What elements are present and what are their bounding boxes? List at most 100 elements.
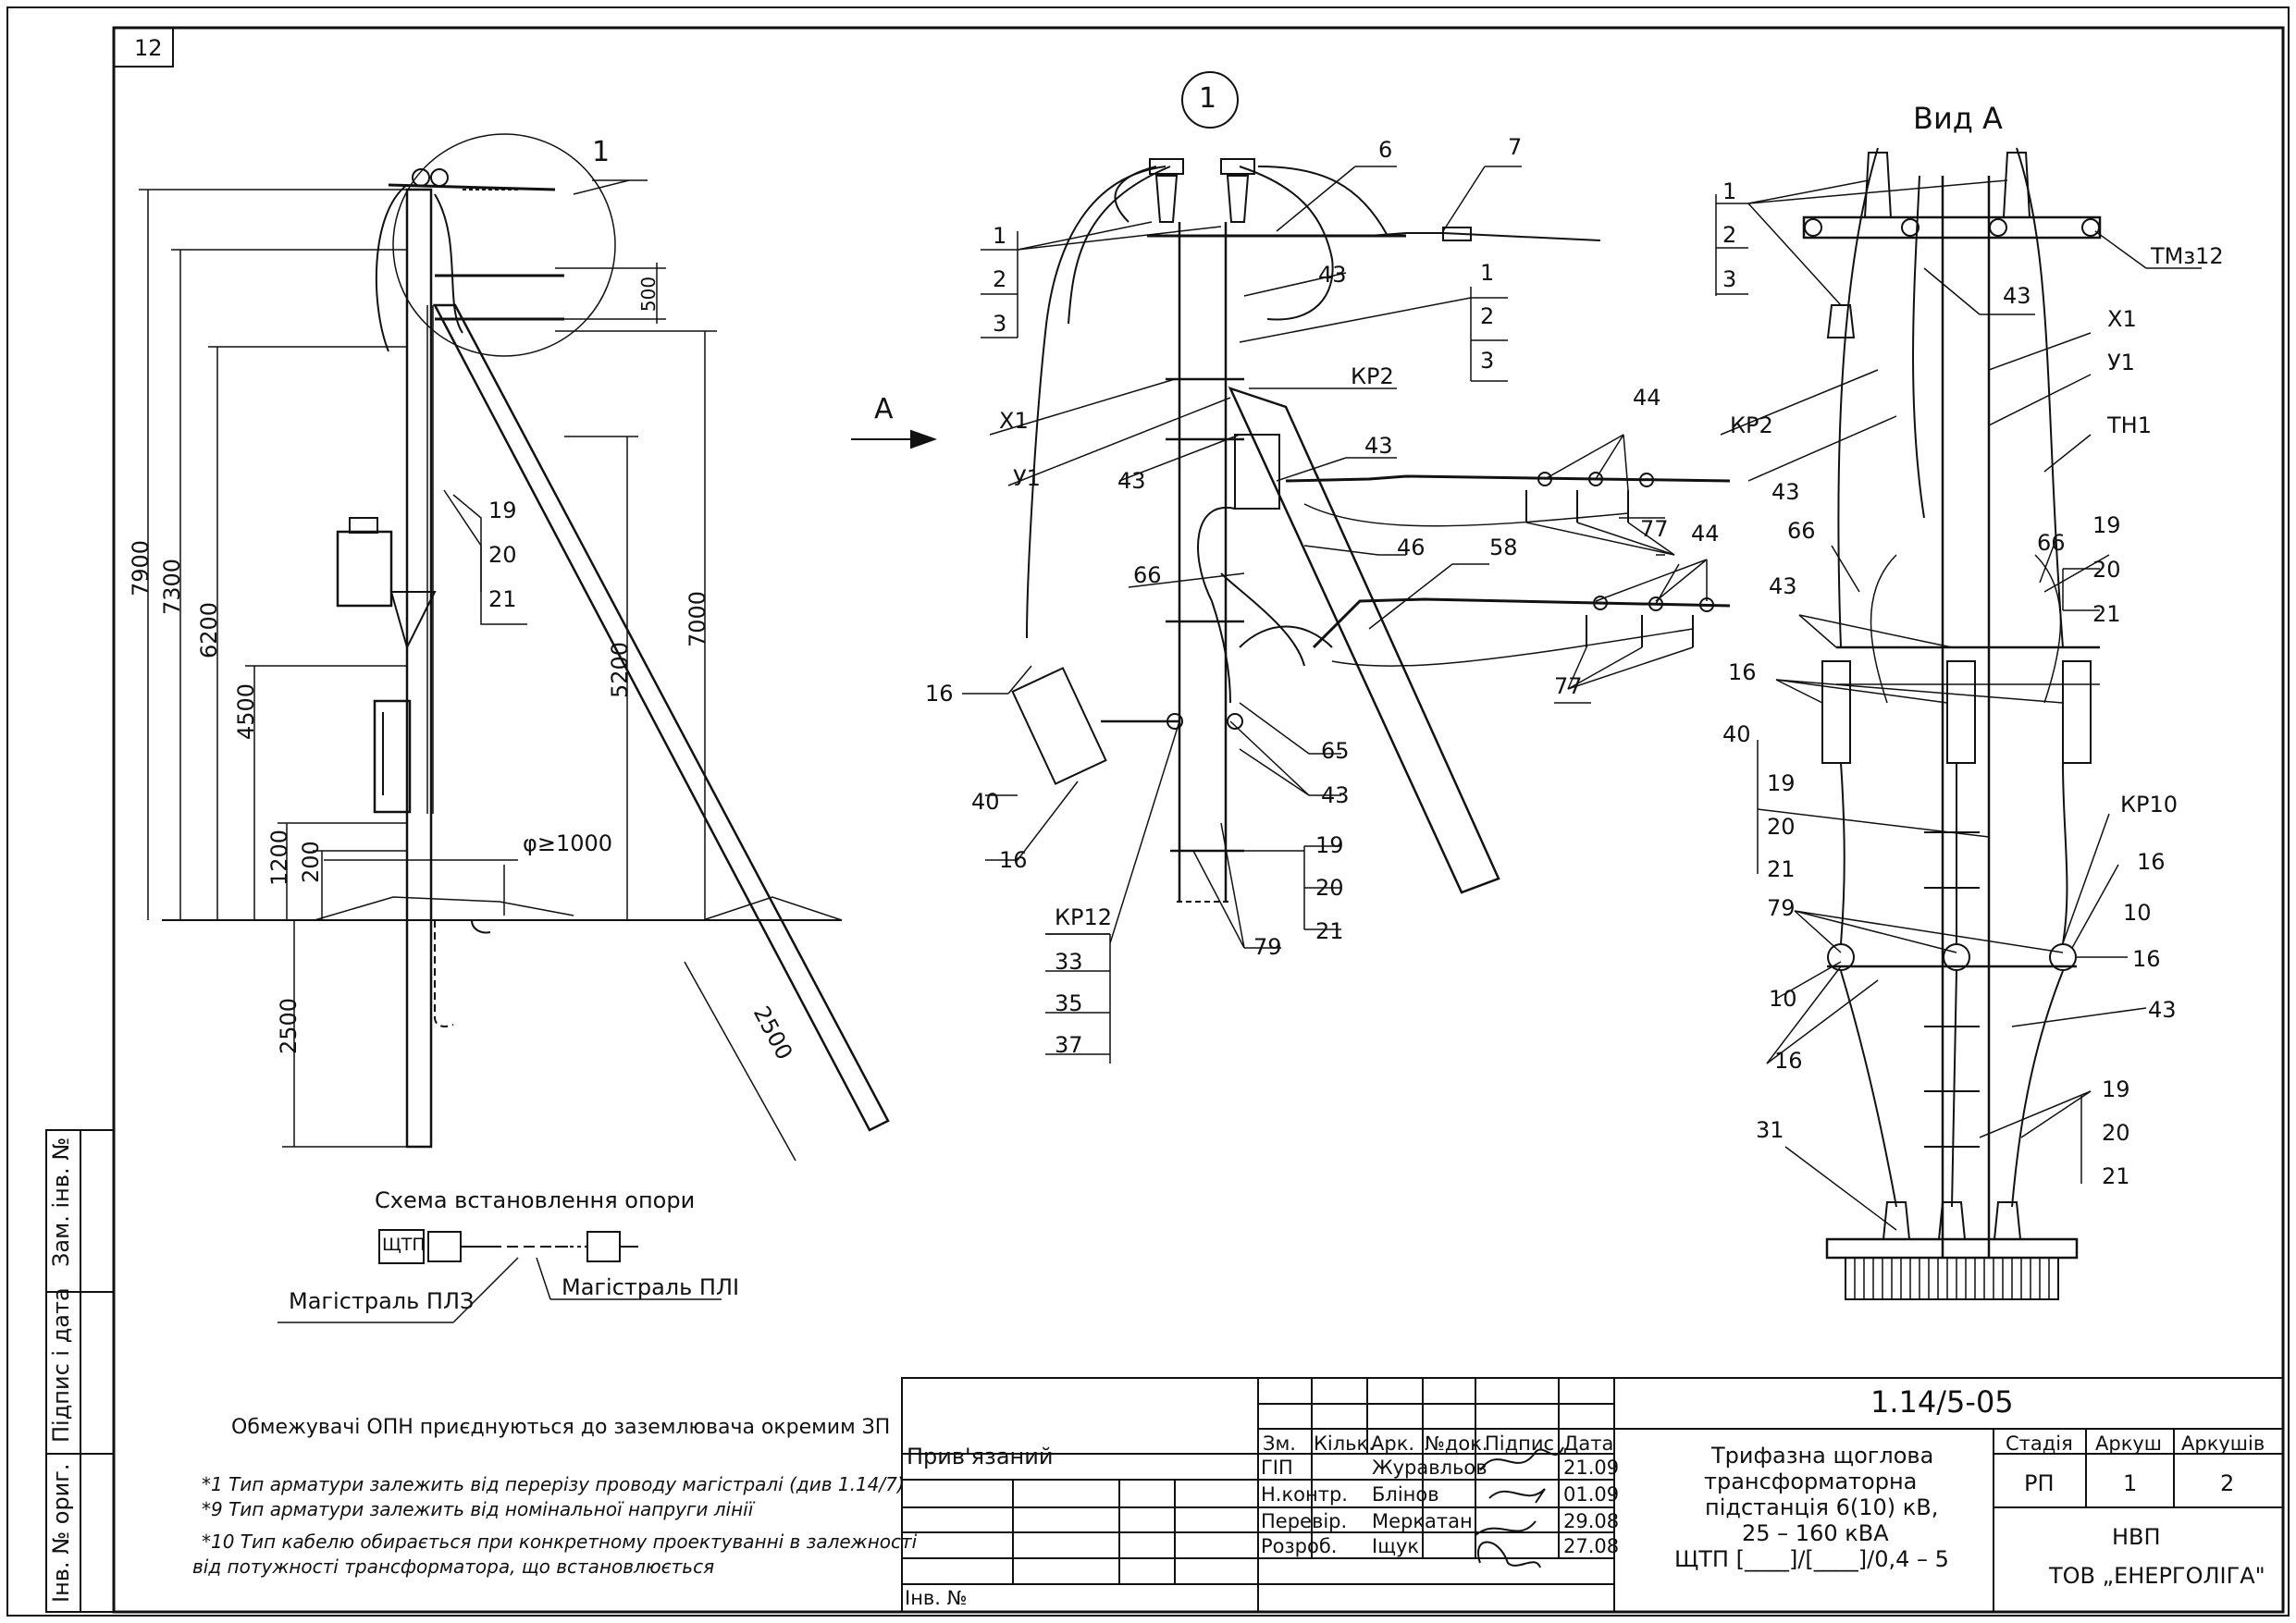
row-date-0: 21.09 [1563,1457,1620,1479]
viewa-label-tn1: ТН1 [2107,412,2152,438]
viewa-label-21c: 21 [2102,1163,2130,1189]
viewa-label-21a: 21 [2092,601,2121,627]
detail-label-44a: 44 [1633,385,1661,411]
view-a-leaders [1715,179,2202,1231]
viewa-label-66a: 66 [1787,518,1816,544]
dim-200: 200 [298,841,324,883]
note-1: *1 Тип арматури залежить від перерізу пр… [202,1473,905,1495]
hdr-stadia: Стадія [2006,1432,2073,1455]
left-callout-number: 1 [592,136,611,168]
row-date-3: 27.08 [1563,1535,1620,1557]
viewa-label-16a: 16 [1728,659,1757,685]
scheme-title: Схема встановлення опори [375,1187,696,1213]
title-line-5: ЩТП [____]/[____]/0,4 – 5 [1674,1546,1949,1572]
viewa-label-1: 1 [1722,178,1737,204]
note-main: Обмежувачі ОПН приєднуються до заземлюва… [231,1416,891,1439]
installation-scheme [278,1229,722,1323]
detail-label-43c: 43 [1364,433,1393,459]
detail-label-u1: У1 [1013,465,1041,491]
detail-label-2b: 2 [1480,303,1495,329]
dim-7000: 7000 [685,590,710,647]
viewa-label-20c: 20 [2102,1120,2130,1146]
document-code: 1.14/5-05 [1870,1384,2014,1420]
detail-label-19: 19 [1315,832,1344,858]
left-item-19: 19 [488,498,517,523]
note-10b: від потужності трансформатора, що встано… [192,1555,715,1578]
viewa-label-40: 40 [1722,721,1751,747]
attached-label: Прив'язаний [907,1444,1054,1469]
row-name-2: Меркатан [1372,1510,1473,1532]
dim-1200: 1200 [266,829,292,886]
viewa-label-19b: 19 [1767,770,1796,796]
viewa-label-3: 3 [1722,266,1737,292]
hdr-kilk: Кільк. [1314,1432,1375,1455]
viewa-label-16c: 16 [2132,946,2161,972]
hdr-pidpys: Підпис [1485,1432,1555,1455]
viewa-label-x1: Х1 [2107,306,2137,332]
sheets-value: 2 [2220,1470,2235,1496]
detail-label-1: 1 [993,223,1007,249]
hdr-arkush: Аркуш [2095,1432,2163,1455]
viewa-label-43c: 43 [1769,573,1797,599]
hdr-arkushiv: Аркушів [2181,1432,2265,1455]
hdr-data: Дата [1563,1432,1614,1455]
row-role-3: Розроб. [1261,1535,1338,1557]
sheet-corner-box [113,27,174,68]
detail-label-21: 21 [1315,918,1344,944]
title-line-3: підстанція 6(10) кВ, [1705,1494,1939,1520]
viewa-label-20a: 20 [2092,557,2121,583]
view-arrow-label: A [874,393,894,425]
view-a-title: Вид А [1913,101,2003,136]
hdr-ndok: №док. [1425,1432,1488,1455]
detail-label-16b: 16 [999,847,1028,873]
detail-label-43b: 43 [1117,468,1146,494]
viewa-label-43a: 43 [2003,283,2031,309]
detail-label-20: 20 [1315,875,1344,901]
row-role-2: Перевір. [1261,1510,1348,1532]
inner-frame [112,26,2285,1614]
row-date-1: 01.09 [1563,1483,1620,1506]
row-name-1: Блінов [1372,1483,1439,1506]
detail-label-79: 79 [1253,934,1282,960]
scheme-left-label: Магістраль ПЛЗ [289,1288,475,1314]
detail-label-2: 2 [993,266,1007,292]
viewa-label-43d: 43 [2148,997,2177,1023]
side-stamp-pidpys: Підпис і дата [48,1287,74,1443]
detail-label-58: 58 [1489,535,1518,560]
viewa-label-43b: 43 [1771,479,1800,505]
viewa-label-66b: 66 [2037,530,2066,556]
note-10a: *10 Тип кабелю обирається при конкретном… [202,1531,918,1553]
left-item-21: 21 [488,586,517,612]
detail-label-44b: 44 [1691,521,1720,547]
viewa-label-10b: 10 [1769,986,1797,1012]
viewa-label-16b: 16 [2137,849,2166,875]
outer-frame [6,6,2290,1617]
inv-label: Інв. № [905,1587,968,1609]
viewa-label-u1: У1 [2107,350,2135,375]
left-view-pole [162,133,890,1149]
diameter-label: φ≥1000 [523,830,613,856]
org-line-2: ТОВ „ЕНЕРГОЛІГА" [2049,1563,2265,1589]
hdr-ark: Арк. [1371,1432,1415,1455]
org-line-1: НВП [2112,1524,2161,1550]
left-view-dimensions [139,189,796,1162]
detail-label-43d: 43 [1321,782,1350,808]
left-item-20: 20 [488,542,517,568]
viewa-label-21b: 21 [1767,856,1796,882]
title-line-1: Трифазна щоглова [1711,1443,1934,1469]
viewa-label-19c: 19 [2102,1076,2130,1102]
row-role-0: ГІП [1261,1457,1293,1479]
detail-label-3b: 3 [1480,348,1495,374]
detail-label-x1: Х1 [999,408,1029,434]
detail-label-40: 40 [971,789,1000,815]
detail-label-1b: 1 [1480,260,1495,286]
detail-label-77b: 77 [1554,673,1583,699]
scheme-right-label: Магістраль ПЛІ [562,1274,740,1300]
viewa-label-16d: 16 [1774,1048,1803,1074]
viewa-label-tmz12: ТМз12 [2151,243,2224,269]
detail-view [851,71,1731,903]
sheet-corner-number: 12 [134,35,163,61]
detail-label-35: 35 [1055,990,1083,1016]
detail-label-33: 33 [1055,949,1083,975]
dim-500: 500 [637,276,660,313]
